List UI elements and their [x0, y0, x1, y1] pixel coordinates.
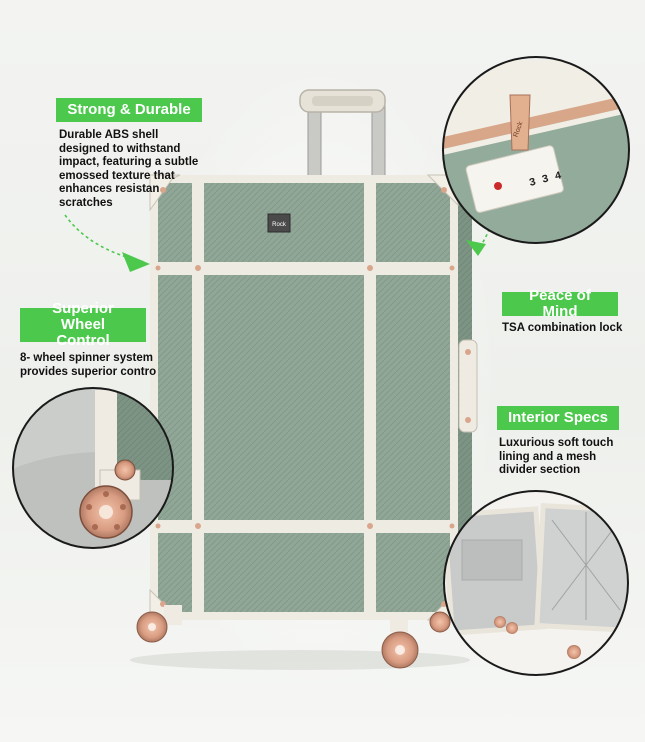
brand-plate-label: Rock — [272, 222, 287, 228]
brand-plate — [267, 213, 291, 233]
telescopic-handle — [299, 89, 386, 181]
feature-desc-wheels: 8- wheel spinner system provides superio… — [20, 352, 157, 378]
feature-title-lock: Peace of Mind — [502, 288, 618, 319]
rivets — [155, 265, 455, 529]
wheel-detail-circle — [12, 387, 174, 549]
feature-desc-strong: Durable ABS shell designed to withstand … — [59, 129, 199, 209]
lock-detail-circle: 3 3 4 Rock — [442, 56, 630, 244]
feature-title-strong: Strong & Durable — [56, 98, 202, 122]
suitcase-wheels — [136, 605, 451, 669]
side-handle — [458, 339, 478, 433]
interior-detail-circle — [443, 490, 629, 676]
feature-title-interior: Interior Specs — [497, 406, 619, 430]
feature-desc-lock: TSA combination lock — [502, 322, 623, 334]
feature-desc-interior: Luxurious soft touch lining and a mesh d… — [499, 437, 614, 476]
floor-shadow — [130, 650, 470, 670]
suitcase-shell — [150, 175, 458, 620]
feature-title-wheels: Superior Wheel Control — [20, 301, 146, 348]
